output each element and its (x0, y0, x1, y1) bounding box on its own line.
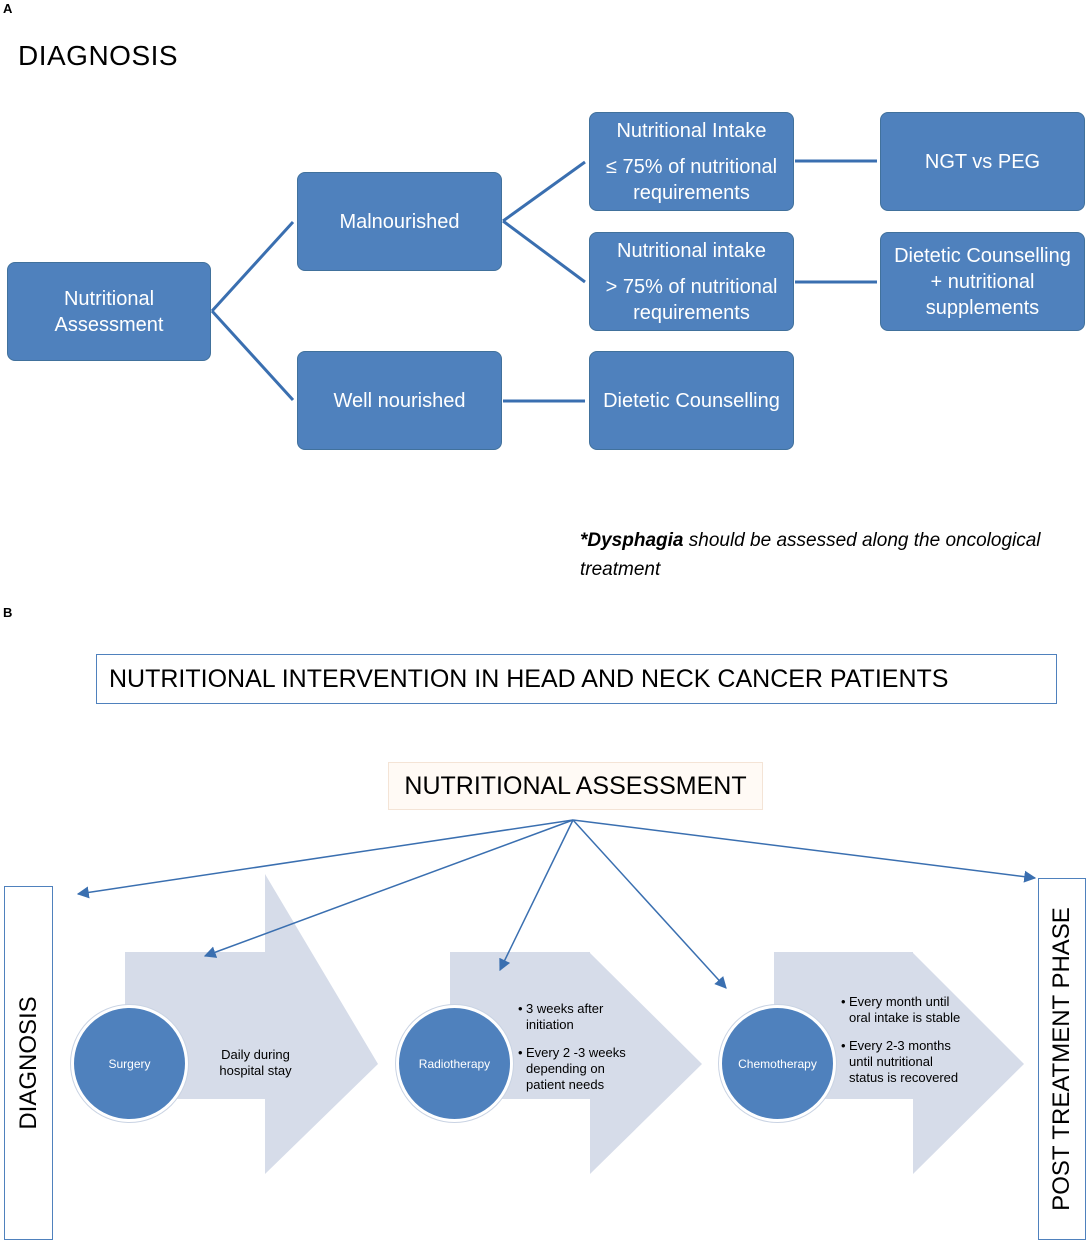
nutritional-assessment-box: NUTRITIONAL ASSESSMENT (388, 762, 763, 810)
chemotherapy-bullet-1: •Every month until oral intake is stable (841, 994, 966, 1026)
node-counselling-supplements: Dietetic Counselling + nutritional suppl… (880, 232, 1085, 331)
node-text-line: Dietetic Counselling (894, 244, 1071, 267)
panel-b-graphics (76, 819, 1037, 1174)
chemotherapy-bullet-2: •Every 2-3 months until nutritional stat… (841, 1038, 966, 1086)
connector-malnourished-intake-low (502, 160, 586, 223)
panel-b-label: B (3, 605, 13, 620)
node-text: Dietetic Counselling (603, 389, 780, 412)
arrow-to-diagnosis (76, 819, 574, 899)
node-text: Malnourished (339, 210, 460, 233)
node-ngt-peg: NGT vs PEG (880, 112, 1085, 211)
node-text-line: supplements (925, 296, 1040, 319)
diagnosis-phase-label: DIAGNOSIS (14, 996, 42, 1130)
radiotherapy-chevron (450, 952, 702, 1174)
panel-a-heading: DIAGNOSIS (18, 40, 179, 71)
connector-assessment-malnourished (210, 220, 295, 313)
node-nutritional-assessment: Nutritional Assessment (7, 262, 211, 361)
radiotherapy-item: Every 2 -3 weeks depending on patient ne… (526, 1045, 626, 1092)
node-text-line: requirements (633, 302, 750, 324)
arrow-to-radiotherapy (499, 819, 574, 972)
surgery-circle: Surgery (71, 1005, 188, 1122)
nutritional-assessment-text: NUTRITIONAL ASSESSMENT (404, 771, 747, 800)
panel-b-title: NUTRITIONAL INTERVENTION IN HEAD AND NEC… (96, 654, 1057, 704)
chemotherapy-chevron (774, 952, 1024, 1174)
node-malnourished: Malnourished (297, 172, 502, 271)
panel-a-connectors (210, 159, 877, 403)
surgery-frequency: Daily during hospital stay (208, 1047, 303, 1079)
node-text-line: Assessment (54, 313, 164, 336)
surgery-frequency-text: Daily during hospital stay (219, 1047, 292, 1078)
node-intake-high: Nutritional intake > 75% of nutritional … (589, 232, 794, 331)
node-text: Well nourished (333, 389, 466, 412)
node-text-line: ≤ 75% of nutritional (605, 156, 778, 178)
radiotherapy-bullet-1: •3 weeks after initiation (518, 1001, 633, 1033)
dysphagia-note-bold: *Dysphagia (580, 530, 684, 551)
post-treatment-phase-label: POST TREATMENT PHASE (1048, 907, 1075, 1211)
radiotherapy-item: 3 weeks after initiation (526, 1001, 604, 1032)
chemotherapy-frequency: •Every month until oral intake is stable… (841, 994, 966, 1086)
post-treatment-phase-box: POST TREATMENT PHASE (1038, 878, 1086, 1240)
radiotherapy-bullet-2: •Every 2 -3 weeks depending on patient n… (518, 1045, 633, 1093)
radiotherapy-circle: Radiotherapy (396, 1005, 513, 1122)
arrow-to-post-treatment (572, 819, 1037, 883)
chemotherapy-item: Every month until oral intake is stable (849, 994, 961, 1025)
node-text-line: Nutritional (63, 287, 155, 310)
panel-a-label: A (3, 1, 13, 16)
node-dietetic-counselling: Dietetic Counselling (589, 351, 794, 450)
node-text: NGT vs PEG (924, 150, 1041, 173)
chemotherapy-label: Chemotherapy (738, 1056, 817, 1071)
node-well-nourished: Well nourished (297, 351, 502, 450)
radiotherapy-label: Radiotherapy (418, 1056, 491, 1071)
dysphagia-note: *Dysphagia should be assessed along the … (580, 526, 1080, 584)
panel-b-title-text: NUTRITIONAL INTERVENTION IN HEAD AND NEC… (109, 664, 949, 693)
diagnosis-phase-box: DIAGNOSIS (4, 886, 53, 1240)
node-text-line: requirements (633, 182, 750, 204)
connector-malnourished-intake-high (502, 219, 586, 284)
surgery-chevron (125, 874, 378, 1174)
node-text-line: Nutritional Intake (616, 120, 767, 142)
chemotherapy-circle: Chemotherapy (719, 1005, 836, 1122)
chemotherapy-item: Every 2-3 months until nutritional statu… (849, 1038, 959, 1085)
node-text-line: Nutritional intake (617, 240, 766, 262)
arrow-to-surgery (203, 819, 574, 958)
surgery-label: Surgery (108, 1056, 151, 1071)
node-intake-low: Nutritional Intake ≤ 75% of nutritional … (589, 112, 794, 211)
node-text-line: > 75% of nutritional (605, 276, 778, 298)
dysphagia-note-text: should be assessed along the oncological… (580, 530, 1041, 580)
node-text-line: + nutritional (930, 270, 1035, 293)
radiotherapy-frequency: •3 weeks after initiation •Every 2 -3 we… (518, 1001, 633, 1093)
arrow-to-chemotherapy (572, 819, 727, 989)
connector-assessment-wellnourished (210, 309, 295, 402)
